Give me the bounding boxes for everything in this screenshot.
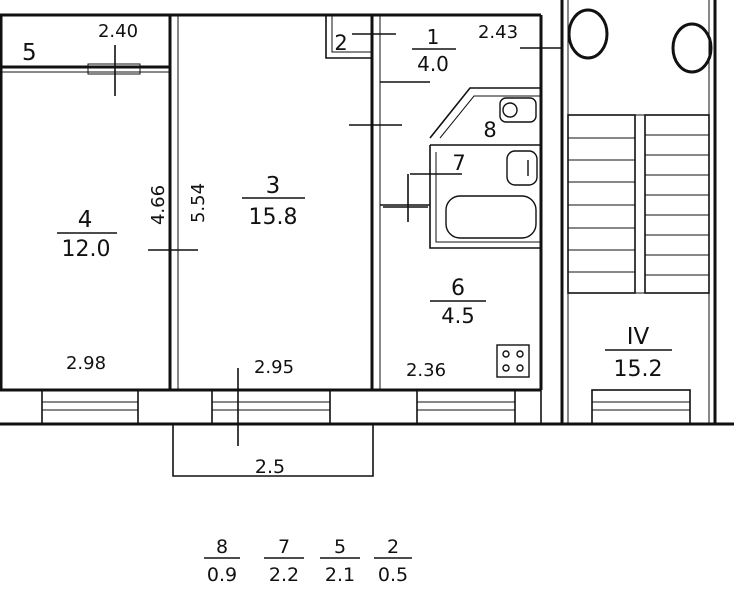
room-4-area: 12.0 [62, 237, 111, 262]
dimension-243: 2.43 [478, 22, 518, 43]
room-iv-number: IV [627, 324, 650, 350]
fraction-lines [57, 48, 672, 351]
room-6-number: 6 [451, 276, 465, 301]
dimension-240: 2.40 [98, 21, 138, 42]
dimension-236: 2.36 [406, 360, 446, 381]
legend-number: 8 [216, 536, 228, 558]
dimension-295: 2.95 [254, 357, 294, 378]
legend-item: 5 2.1 [320, 536, 360, 586]
toilet-icon [499, 97, 537, 123]
room-7-number: 7 [452, 151, 465, 175]
sink-icon [506, 150, 538, 186]
balcony [172, 424, 374, 477]
dimension-298: 2.98 [66, 353, 106, 374]
legend-item: 2 0.5 [374, 536, 412, 586]
legend-item: 8 0.9 [204, 536, 240, 586]
legend-number: 7 [278, 536, 290, 558]
room-3-area: 15.8 [249, 205, 298, 230]
dimension-554: 5.54 [188, 183, 209, 223]
stove-icon [496, 344, 530, 378]
staircase [567, 114, 710, 294]
room-iv-area: 15.2 [614, 357, 663, 382]
legend-area: 2.1 [325, 564, 355, 586]
vent-duct-left [567, 8, 609, 60]
bathtub-icon [445, 195, 537, 239]
room-1-area: 4.0 [417, 52, 449, 76]
legend-area: 2.2 [269, 564, 299, 586]
legend-area: 0.9 [207, 564, 237, 586]
small-rooms-legend: 8 0.9 7 2.2 5 2.1 2 0.5 [204, 536, 412, 586]
legend-number: 5 [334, 536, 346, 558]
room-6-area: 4.5 [441, 304, 474, 328]
legend-area: 0.5 [378, 564, 408, 586]
room-1-number: 1 [427, 25, 440, 49]
room-3-number: 3 [266, 173, 281, 199]
room-4-number: 4 [78, 207, 93, 233]
dimension-466: 4.66 [148, 185, 169, 225]
vent-duct-right [671, 22, 713, 74]
fixtures [429, 8, 713, 378]
room-2-number: 2 [334, 31, 347, 55]
dimension-25: 2.5 [255, 456, 285, 478]
door-markers [114, 33, 562, 446]
legend-item: 7 2.2 [264, 536, 304, 586]
windows [41, 63, 691, 425]
room-8-number: 8 [483, 118, 496, 142]
legend-number: 2 [387, 536, 399, 558]
room-5-number: 5 [22, 40, 37, 66]
